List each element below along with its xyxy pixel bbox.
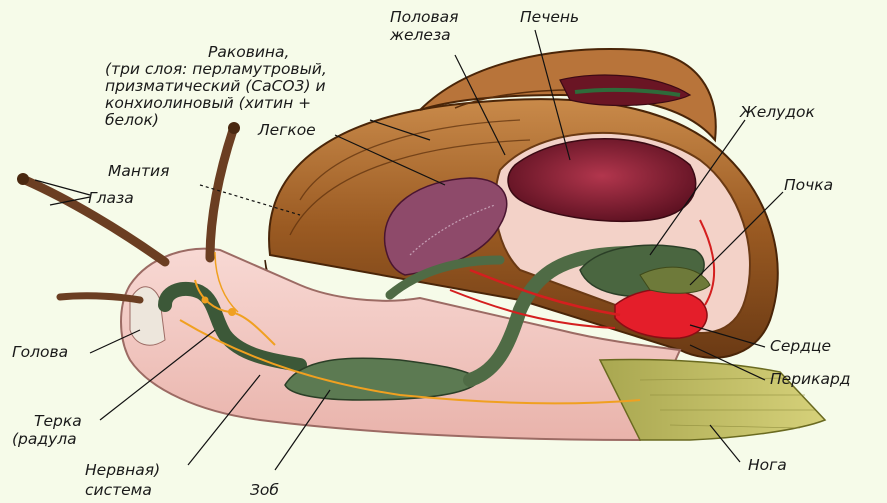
- label-shell-line1: Раковина,: [208, 43, 289, 61]
- label-foot: Нога: [748, 456, 787, 474]
- label-eyes: Глаза: [88, 189, 134, 207]
- label-shell-line2: (три слоя: перламутровый,: [105, 60, 327, 78]
- label-gonad-line2: железа: [389, 26, 451, 44]
- label-mantle: Мантия: [108, 162, 169, 180]
- label-lung: Легкое: [257, 121, 316, 139]
- label-shell-line5: белок): [105, 111, 159, 129]
- label-nervous-line1: Нервная): [85, 461, 160, 479]
- label-radula-line1: Терка: [34, 412, 82, 430]
- label-crop: Зоб: [250, 481, 279, 499]
- label-stomach: Желудок: [739, 103, 816, 121]
- label-shell-line3: призматический (CaCO3) и: [105, 77, 326, 95]
- label-nervous-line2: система: [85, 481, 152, 499]
- label-radula-line2: (радула: [12, 430, 77, 448]
- label-gonad-line1: Половая: [390, 8, 459, 26]
- label-kidney: Почка: [784, 176, 833, 194]
- label-heart: Сердце: [770, 337, 831, 355]
- label-head: Голова: [12, 343, 68, 361]
- label-pericardium: Перикард: [770, 370, 851, 388]
- label-shell-line4: конхиолиновый (хитин +: [105, 94, 311, 112]
- label-liver: Печень: [520, 8, 579, 26]
